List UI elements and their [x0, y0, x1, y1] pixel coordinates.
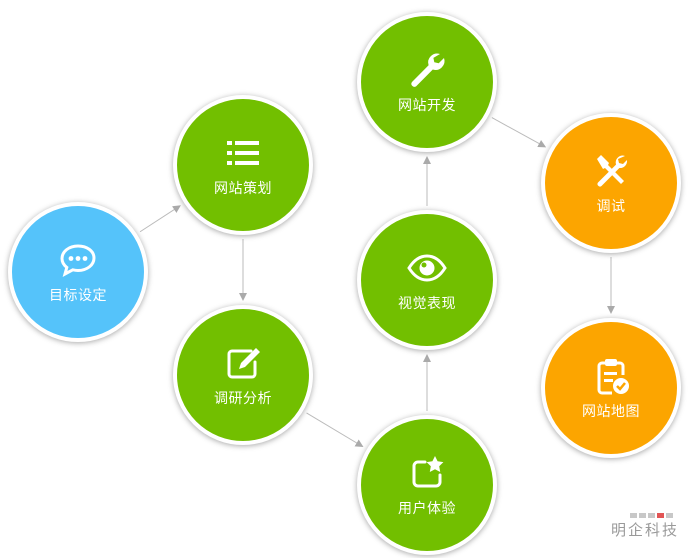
node-ux: 用户体验: [357, 415, 497, 555]
wrench-icon: [411, 53, 445, 87]
node-goal: 目标设定: [8, 202, 148, 342]
node-label: 网站地图: [582, 404, 640, 420]
arrow-research-ux: [306, 412, 364, 448]
watermark-text: 明企科技: [610, 521, 679, 539]
node-dev: 网站开发: [357, 12, 497, 152]
node-label: 调试: [596, 199, 626, 215]
watermark-logo: [630, 513, 673, 518]
node-debug: 调试: [541, 113, 681, 253]
node-label: 网站开发: [398, 98, 456, 114]
edit-icon: [227, 348, 260, 379]
node-sitemap: 网站地图: [541, 318, 681, 458]
clipboard-check-icon: [597, 359, 629, 395]
star-frame-icon: [412, 456, 444, 488]
node-label: 目标设定: [49, 288, 107, 304]
node-label: 用户体验: [398, 501, 456, 517]
arrow-dev-debug: [491, 117, 547, 148]
eye-icon: [407, 254, 447, 282]
node-research: 调研分析: [173, 305, 313, 445]
node-label: 视觉表现: [398, 296, 456, 312]
list-icon: [227, 141, 259, 165]
node-visual: 视觉表现: [357, 210, 497, 350]
chat-bubble-icon: [60, 244, 96, 277]
tools-icon: [597, 155, 628, 187]
node-label: 网站策划: [214, 181, 272, 197]
arrow-goal-plan: [139, 205, 181, 233]
node-label: 调研分析: [214, 391, 272, 407]
node-plan: 网站策划: [173, 95, 313, 235]
